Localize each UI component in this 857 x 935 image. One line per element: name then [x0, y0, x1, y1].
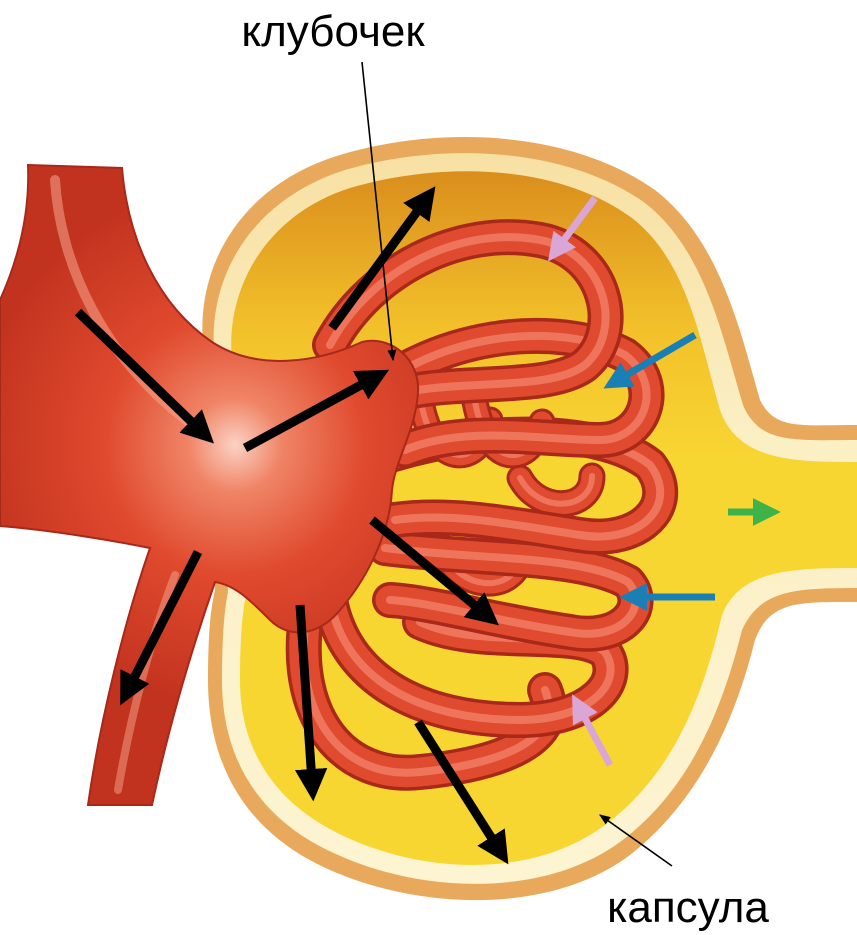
capsule-label: капсула [607, 883, 769, 932]
glomerulus-label: клубочек [241, 7, 425, 56]
capsule-label-group: капсула [600, 815, 769, 932]
